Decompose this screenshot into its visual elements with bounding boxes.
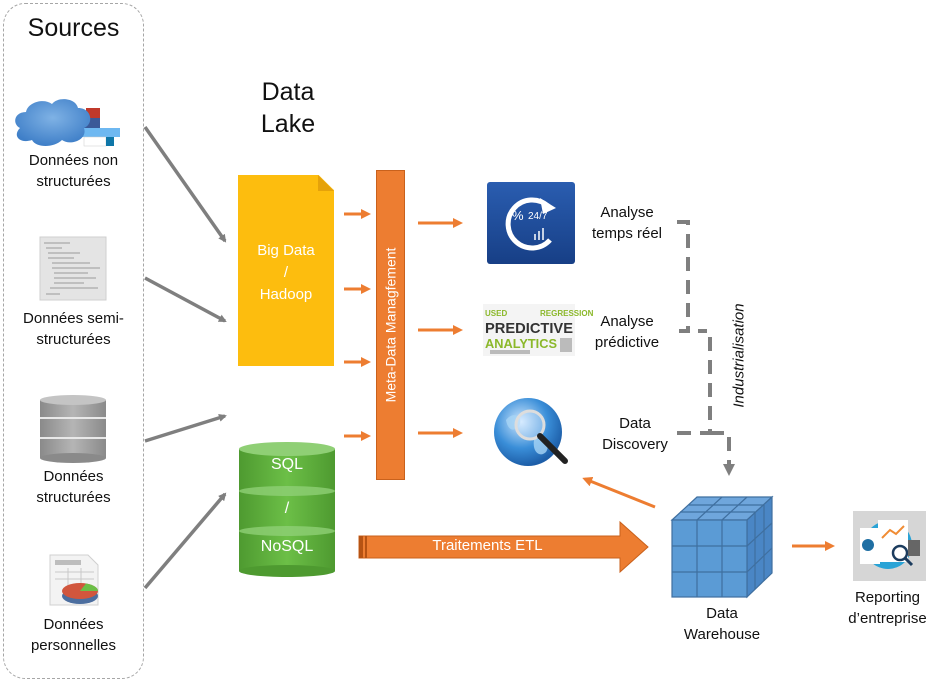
- warehouse-to-discovery-arrow: [582, 476, 656, 509]
- label-line: Analyse: [600, 313, 654, 330]
- label-line: Données: [43, 616, 104, 633]
- industrialisation-lines: [677, 220, 735, 476]
- document-icon: [39, 236, 107, 301]
- label-line: temps réel: [591, 225, 663, 242]
- label-line: prédictive: [594, 334, 660, 351]
- label-line: personnelles: [30, 637, 117, 654]
- svg-text:ANALYTICS: ANALYTICS: [485, 336, 557, 351]
- realtime-analytics-icon: % 24/7: [487, 182, 575, 264]
- label-line: /: [283, 264, 289, 281]
- svg-text:USED: USED: [485, 309, 507, 318]
- label-line: Data: [706, 605, 738, 622]
- source-personal-label: Données personnelles: [3, 614, 144, 656]
- cube-icon: [670, 495, 774, 599]
- bigdata-hadoop-document: [238, 175, 334, 366]
- data-discovery-label: Data Discovery: [590, 413, 680, 455]
- database-icon: [40, 395, 106, 463]
- data-lake-title: Data Lake: [228, 76, 348, 140]
- etl-label: Traitements ETL: [432, 537, 543, 554]
- meta-data-text: Meta-Data Managfement: [382, 247, 399, 403]
- source-unstructured-label: Données non structurées: [3, 150, 144, 192]
- bigdata-hadoop-label: Big Data / Hadoop: [238, 240, 334, 306]
- label-line: Discovery: [602, 436, 668, 453]
- spreadsheet-chart-icon: [49, 554, 99, 606]
- data-warehouse-label: Data Warehouse: [672, 603, 772, 645]
- sources-title: Sources: [27, 14, 120, 42]
- label-line: Données: [43, 468, 104, 485]
- svg-text:REGRESSION: REGRESSION: [540, 309, 594, 318]
- meta-data-management-label: Meta-Data Managfement: [376, 170, 405, 480]
- source-semistructured-label: Données semi- structurées: [3, 308, 144, 350]
- meta-to-analytics-arrows: [418, 218, 463, 438]
- arrow-structured: [144, 413, 227, 443]
- sql-nosql-database: [239, 442, 335, 577]
- label-line: Big Data: [257, 242, 315, 259]
- label-line: Analyse: [600, 204, 654, 221]
- svg-text:%: %: [512, 208, 524, 223]
- label-line: Données semi-: [23, 310, 124, 327]
- label-line: Data: [619, 415, 651, 432]
- source-structured-label: Données structurées: [3, 466, 144, 508]
- label-line: d’entreprise: [848, 610, 927, 627]
- globe-search-icon: [494, 398, 568, 466]
- svg-text:24/7: 24/7: [528, 211, 548, 222]
- label-line: Reporting: [854, 589, 921, 606]
- etl-arrow: [358, 520, 649, 574]
- predictive-analytics-icon: USED REGRESSION PREDICTIVE ANALYTICS: [483, 304, 594, 356]
- analyse-predictive-label: Analyse prédictive: [582, 311, 672, 353]
- label-line: Warehouse: [683, 626, 761, 643]
- report-dashboard-icon: [853, 511, 926, 581]
- industrialisation-label: Industrialisation: [724, 290, 754, 420]
- reporting-label: Reporting d’entreprise: [830, 587, 945, 629]
- title-line: Lake: [260, 110, 316, 138]
- label-line: Données non: [28, 152, 119, 169]
- nosql-label: NoSQL: [260, 538, 314, 555]
- analyse-temps-reel-label: Analyse temps réel: [582, 202, 672, 244]
- arrow-personal: [143, 492, 227, 590]
- industrialisation-text: Industrialisation: [730, 302, 748, 408]
- label-line: structurées: [36, 489, 111, 506]
- source-arrows: [143, 125, 227, 590]
- sql-separator: /: [284, 500, 290, 517]
- arrow-semistructured: [144, 276, 227, 323]
- title-line: Data: [261, 78, 315, 106]
- label-line: Hadoop: [259, 286, 313, 303]
- meta-data-management-bar: [376, 170, 405, 480]
- sources-container: [3, 3, 144, 679]
- label-line: structurées: [36, 173, 111, 190]
- lake-to-meta-arrows: [344, 209, 371, 441]
- label-line: structurées: [36, 331, 111, 348]
- sql-label: SQL: [270, 456, 303, 473]
- social-cloud-icon: [15, 99, 120, 147]
- svg-text:PREDICTIVE: PREDICTIVE: [485, 320, 573, 337]
- arrow-unstructured: [143, 125, 227, 243]
